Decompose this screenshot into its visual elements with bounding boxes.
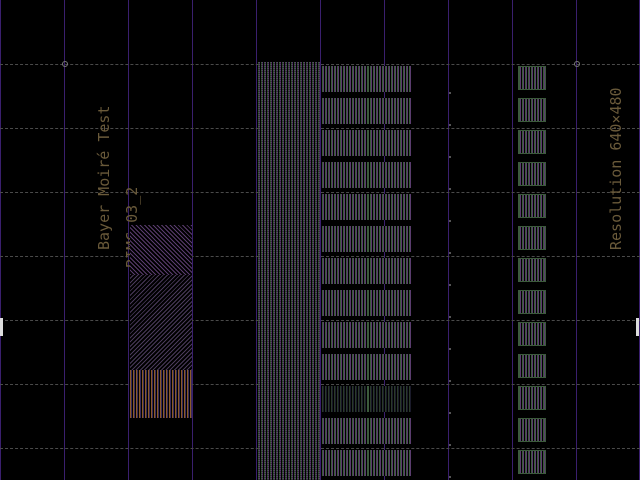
stripe-tile [322,162,366,188]
grid-hline [0,128,640,129]
stripe-tile [370,226,412,252]
patch-tile [518,386,546,410]
grid-hline [0,192,640,193]
stripe-tile [322,354,366,380]
grid-vline [448,0,449,480]
tick-mark [449,156,451,158]
stripe-tile [370,354,412,380]
tile-divider [367,130,369,156]
patch-tile [518,354,546,378]
patch-tile [518,226,546,250]
patch-tile [518,450,546,474]
vertical-stripe-patch [130,370,192,418]
stripe-tile [370,290,412,316]
tick-mark [449,476,451,478]
stripe-tile [370,194,412,220]
stripe-tile [322,130,366,156]
grid-vline [128,0,129,480]
grid-hline [0,384,640,385]
tile-divider [367,290,369,316]
tick-mark [449,284,451,286]
hatch-patch [130,225,192,275]
grid-vline [192,0,193,480]
tile-divider [367,322,369,348]
grid-vline [320,0,321,480]
grid-vline [64,0,65,480]
stripe-tile [322,194,366,220]
tile-divider [367,162,369,188]
patch-tile [518,66,546,90]
stripe-tile [322,226,366,252]
patch-tile [518,194,546,218]
tile-divider [367,66,369,92]
stripe-tile [370,418,412,444]
edge-marker [0,318,3,336]
tile-divider [367,354,369,380]
stripe-tile [370,98,412,124]
stripe-tile [322,258,366,284]
stripe-tile [322,98,366,124]
grid-vline [0,0,1,480]
grid-hline [0,256,640,257]
grid-vline [256,0,257,480]
tile-divider [367,98,369,124]
tick-mark [449,412,451,414]
stripe-tile [370,322,412,348]
patch-tile [518,290,546,314]
tile-divider [367,258,369,284]
test-name-label: Bayer Moiré Test [95,105,113,251]
resolution-label: Resolution 640×480 [607,87,625,250]
stripe-tile [322,450,366,476]
stripe-tile [370,386,412,412]
tile-divider [367,386,369,412]
patch-tile [518,322,546,346]
tile-divider [367,450,369,476]
grid-vline [512,0,513,480]
stripe-tile [322,322,366,348]
circle-marker-icon [62,61,68,67]
tile-divider [367,194,369,220]
tile-divider [367,226,369,252]
grid-hline [0,320,640,321]
tick-mark [449,124,451,126]
patch-tile [518,130,546,154]
tick-mark [449,92,451,94]
grid-vline [576,0,577,480]
stripe-tile [370,450,412,476]
grid-hline [0,448,640,449]
stripe-tile [370,162,412,188]
stripe-tile [322,418,366,444]
tick-mark [449,252,451,254]
stripe-tile [370,66,412,92]
stripe-tile [322,290,366,316]
fine-grating-column [258,62,320,480]
hatch-patch [130,275,192,370]
tick-mark [449,316,451,318]
edge-marker [636,318,639,336]
tick-mark [449,220,451,222]
patch-tile [518,258,546,282]
stripe-tile [370,130,412,156]
tile-divider [367,418,369,444]
patch-tile [518,98,546,122]
stripe-tile [322,386,366,412]
grid-hline [0,64,640,65]
circle-marker-icon [574,61,580,67]
stripe-tile [370,258,412,284]
tick-mark [449,348,451,350]
patch-tile [518,162,546,186]
tick-mark [449,444,451,446]
tick-mark [449,188,451,190]
patch-tile [518,418,546,442]
tick-mark [449,380,451,382]
stripe-tile [322,66,366,92]
